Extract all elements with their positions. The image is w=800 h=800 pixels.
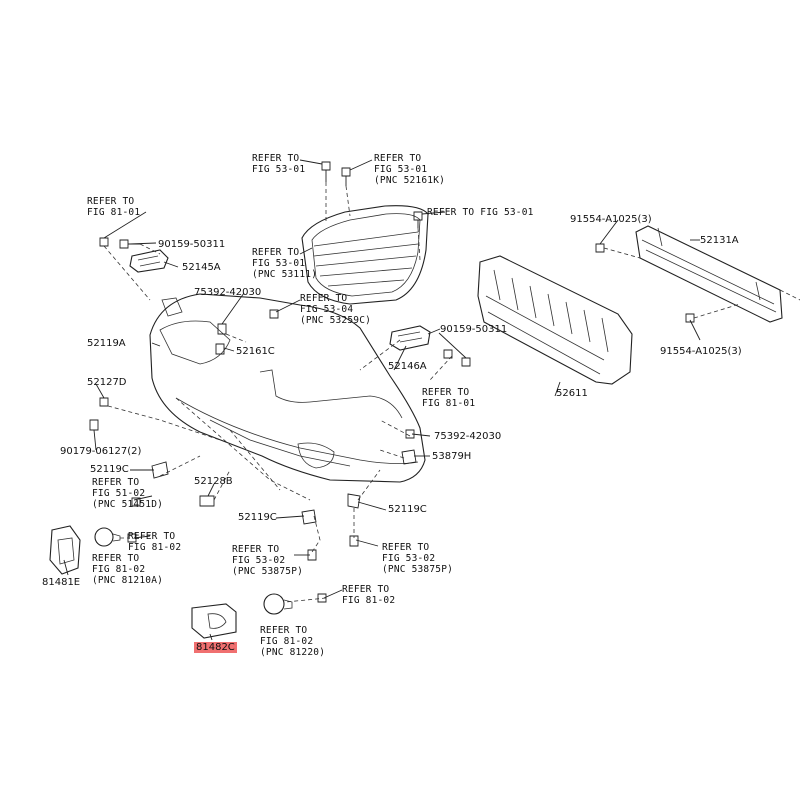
assembly-lines <box>103 182 800 603</box>
part-52119c-right: 52119C <box>388 504 427 515</box>
part-81482c-highlight: 81482C <box>194 642 237 653</box>
fog-lamp-bezel-81482C <box>191 603 237 639</box>
ref-fig-81-02-right: REFER TO FIG 81-02 <box>342 584 396 606</box>
part-75392-42030-right: 75392-42030 <box>434 431 502 442</box>
ref-fig-81-02-left: REFER TO FIG 81-02 <box>128 531 182 553</box>
leader-lines <box>63 159 701 641</box>
fog-lamp-right <box>263 593 293 615</box>
part-52146a: 52146A <box>388 361 427 372</box>
ref-fig-51-02-pnc-51451d: REFER TO FIG 51-02 (PNC 51451D) <box>92 477 164 510</box>
ref-fig-53-01-left: REFER TO FIG 53-01 <box>252 153 306 175</box>
part-91554-a1025-top: 91554-A1025(3) <box>570 214 652 225</box>
part-90179-06127: 90179-06127(2) <box>60 446 142 457</box>
part-52131a: 52131A <box>700 235 739 246</box>
part-52611: 52611 <box>556 388 588 399</box>
part-52145a: 52145A <box>182 262 221 273</box>
fog-lamp-left <box>94 527 121 547</box>
ref-fig-53-01-pnc-52161k: REFER TO FIG 53-01 (PNC 52161K) <box>374 153 446 186</box>
ref-fig-81-01-center: REFER TO FIG 81-01 <box>422 387 476 409</box>
part-52119c-center: 52119C <box>238 512 277 523</box>
ref-fig-81-02-pnc-81220: REFER TO FIG 81-02 (PNC 81220) <box>260 625 326 658</box>
part-52128b: 52128B <box>194 476 233 487</box>
part-53879h: 53879H <box>432 451 472 462</box>
part-90159-50311-left: 90159-50311 <box>158 239 226 250</box>
part-52119a: 52119A <box>87 338 126 349</box>
part-81482c: 81482C <box>194 642 237 654</box>
front-bumper-cover <box>149 293 426 483</box>
part-75392-42030-left: 75392-42030 <box>194 287 262 298</box>
energy-absorber <box>477 255 633 385</box>
part-91554-a1025-bottom: 91554-A1025(3) <box>660 346 742 357</box>
fasteners <box>89 161 695 603</box>
ref-fig-53-01-right: REFER TO FIG 53-01 <box>427 207 534 218</box>
bracket-52145A <box>129 249 169 273</box>
ref-fig-53-01-pnc-53111: REFER TO FIG 53-01 (PNC 53111) <box>252 247 318 280</box>
ref-fig-53-02-pnc-53875p-left: REFER TO FIG 53-02 (PNC 53875P) <box>232 544 304 577</box>
ref-fig-53-04-pnc-53259c: REFER TO FIG 53-04 (PNC 53259C) <box>300 293 372 326</box>
ref-fig-53-02-pnc-53875p-right: REFER TO FIG 53-02 (PNC 53875P) <box>382 542 454 575</box>
ref-fig-81-01-top: REFER TO FIG 81-01 <box>87 196 141 218</box>
part-81481e: 81481E <box>42 577 81 588</box>
bracket-52146A <box>389 325 431 351</box>
part-52119c-left: 52119C <box>90 464 129 475</box>
part-52127d: 52127D <box>87 377 127 388</box>
part-90159-50311-right: 90159-50311 <box>440 324 508 335</box>
fog-lamp-bezel-81481E <box>49 525 81 575</box>
ref-fig-81-02-pnc-81210a: REFER TO FIG 81-02 (PNC 81210A) <box>92 553 164 586</box>
part-52161c: 52161C <box>236 346 275 357</box>
radiator-grille <box>301 205 429 305</box>
